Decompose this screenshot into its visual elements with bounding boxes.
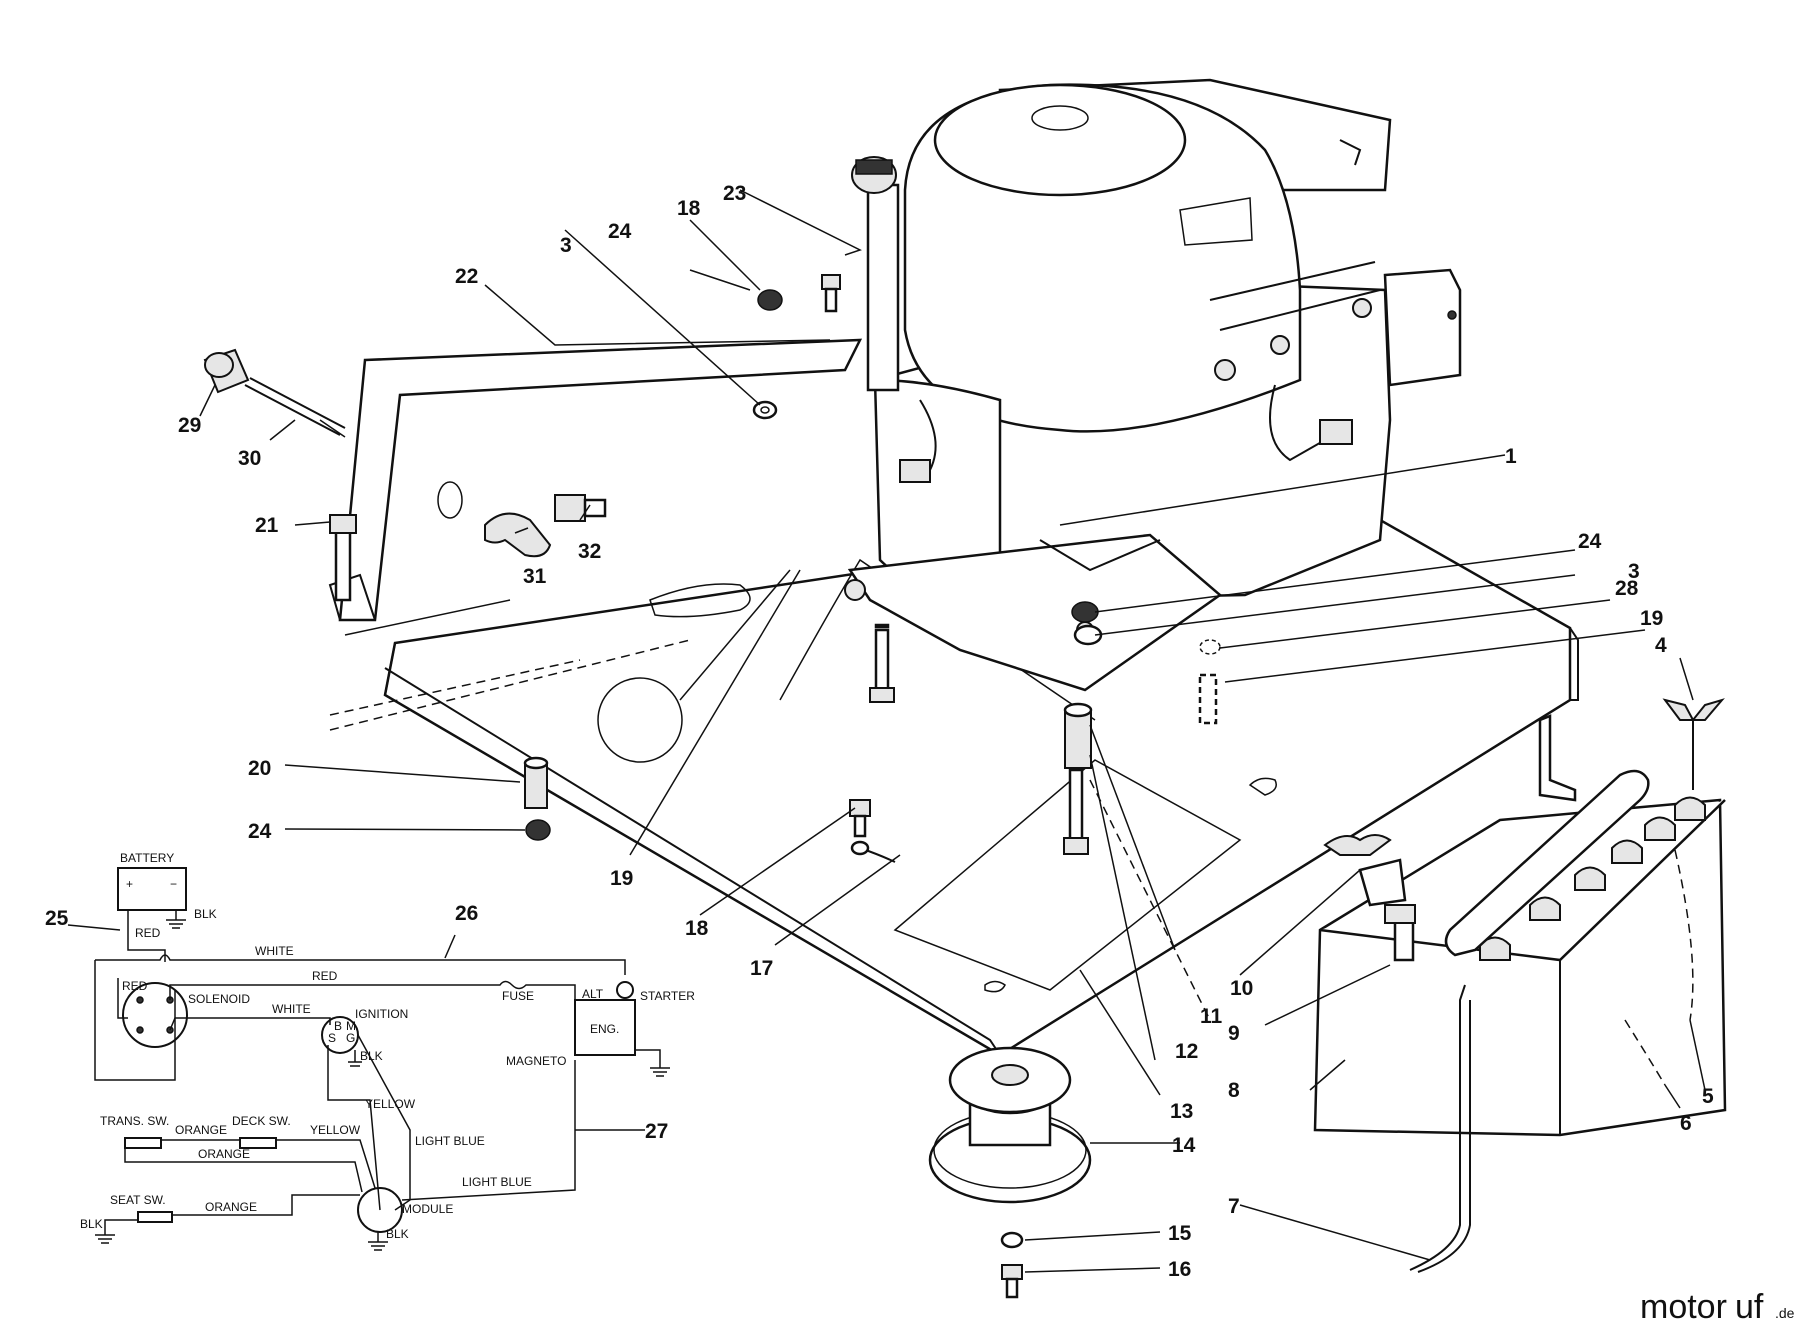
svg-text:TRANS. SW.: TRANS. SW. (100, 1114, 169, 1128)
callout-22: 22 (455, 265, 478, 288)
callout-19-left: 19 (610, 867, 633, 890)
svg-text:+: + (126, 877, 133, 891)
callout-1: 1 (1505, 445, 1517, 468)
callout-3-right: 3 (1628, 560, 1640, 583)
svg-text:LIGHT BLUE: LIGHT BLUE (462, 1175, 532, 1189)
svg-text:ENG.: ENG. (590, 1022, 619, 1036)
callout-16: 16 (1168, 1258, 1191, 1281)
callout-23: 23 (723, 182, 746, 205)
callout-13: 13 (1170, 1100, 1193, 1123)
svg-text:−: − (170, 877, 177, 891)
callout-7: 7 (1228, 1195, 1240, 1218)
svg-text:YELLOW: YELLOW (310, 1123, 361, 1137)
callout-14: 14 (1172, 1134, 1196, 1157)
svg-text:MAGNETO: MAGNETO (506, 1054, 566, 1068)
seat-switch-symbol (137, 1211, 173, 1223)
svg-text:uf: uf (1735, 1288, 1764, 1326)
callout-9: 9 (1228, 1022, 1240, 1045)
engine-symbol (574, 999, 636, 1056)
callout-15: 15 (1168, 1222, 1192, 1245)
pulley (928, 1046, 1092, 1299)
callout-31: 31 (523, 565, 547, 588)
watermark-logo: motor uf .de (1640, 1288, 1795, 1326)
callout-32: 32 (578, 540, 601, 563)
svg-text:ALT: ALT (582, 987, 604, 1001)
svg-text:IGNITION: IGNITION (355, 1007, 408, 1021)
engine-bracket (328, 338, 863, 636)
svg-text:MODULE: MODULE (402, 1202, 453, 1216)
leader-lines (199, 189, 1706, 1273)
svg-text:B: B (334, 1019, 342, 1033)
callout-30: 30 (238, 447, 261, 470)
callout-26: 26 (455, 902, 478, 925)
module-symbol (357, 1187, 403, 1233)
battery-label: BATTERY (120, 851, 174, 865)
svg-text:FUSE: FUSE (502, 989, 534, 1003)
svg-text:S: S (328, 1031, 336, 1045)
callout-10: 10 (1230, 977, 1253, 1000)
battery (1313, 698, 1727, 1273)
engine (844, 78, 1462, 692)
callout-8: 8 (1228, 1079, 1240, 1102)
svg-text:RED: RED (312, 969, 338, 983)
svg-text:SEAT SW.: SEAT SW. (110, 1193, 166, 1207)
trans-switch-symbol (124, 1137, 162, 1149)
callout-11: 11 (1200, 1005, 1223, 1028)
battery-cells (1479, 796, 1706, 961)
solenoid-symbol (122, 982, 188, 1048)
callout-18-low: 18 (685, 917, 709, 940)
svg-text:ORANGE: ORANGE (175, 1123, 227, 1137)
svg-text:BLK: BLK (360, 1049, 383, 1063)
svg-text:motor: motor (1640, 1288, 1727, 1326)
wiring-schematic: BATTERY + − BLK RED WHITE SOLENOID RED R… (67, 851, 695, 1251)
svg-text:RED: RED (135, 926, 161, 940)
hardware-parts (203, 274, 1221, 863)
callout-17: 17 (750, 957, 773, 980)
callout-6: 6 (1680, 1112, 1692, 1135)
callout-4: 4 (1655, 634, 1667, 657)
deck-switch-symbol (239, 1137, 277, 1149)
callout-19-right-a: 19 (1640, 607, 1663, 630)
callout-18-top: 18 (677, 197, 701, 220)
svg-text:WHITE: WHITE (255, 944, 294, 958)
svg-text:BLK: BLK (80, 1217, 103, 1231)
svg-text:WHITE: WHITE (272, 1002, 311, 1016)
svg-text:M: M (346, 1019, 356, 1033)
svg-text:DECK SW.: DECK SW. (232, 1114, 291, 1128)
svg-text:G: G (346, 1031, 355, 1045)
battery-symbol (117, 867, 187, 911)
callout-28: 28 (1615, 577, 1639, 600)
svg-text:ORANGE: ORANGE (198, 1147, 250, 1161)
callout-labels: 1 3 3 4 5 6 7 8 9 10 11 12 13 14 15 16 1… (45, 182, 1714, 1281)
callout-25: 25 (45, 907, 69, 930)
callout-5: 5 (1702, 1085, 1714, 1108)
callout-24-low: 24 (248, 820, 272, 843)
callout-20: 20 (248, 757, 271, 780)
svg-text:SOLENOID: SOLENOID (188, 992, 250, 1006)
svg-text:.de: .de (1775, 1305, 1795, 1321)
svg-text:ORANGE: ORANGE (205, 1200, 257, 1214)
callout-24-top: 24 (608, 220, 632, 243)
callout-27: 27 (645, 1120, 668, 1143)
svg-text:RED: RED (122, 979, 148, 993)
svg-text:BLK: BLK (386, 1227, 409, 1241)
svg-text:LIGHT BLUE: LIGHT BLUE (415, 1134, 485, 1148)
callout-29: 29 (178, 414, 201, 437)
svg-text:YELLOW: YELLOW (365, 1097, 416, 1111)
callout-24-right: 24 (1578, 530, 1602, 553)
svg-text:BLK: BLK (194, 907, 217, 921)
callout-12: 12 (1175, 1040, 1198, 1063)
callout-21: 21 (255, 514, 279, 537)
callout-3-top: 3 (560, 234, 572, 257)
svg-text:STARTER: STARTER (640, 989, 695, 1003)
